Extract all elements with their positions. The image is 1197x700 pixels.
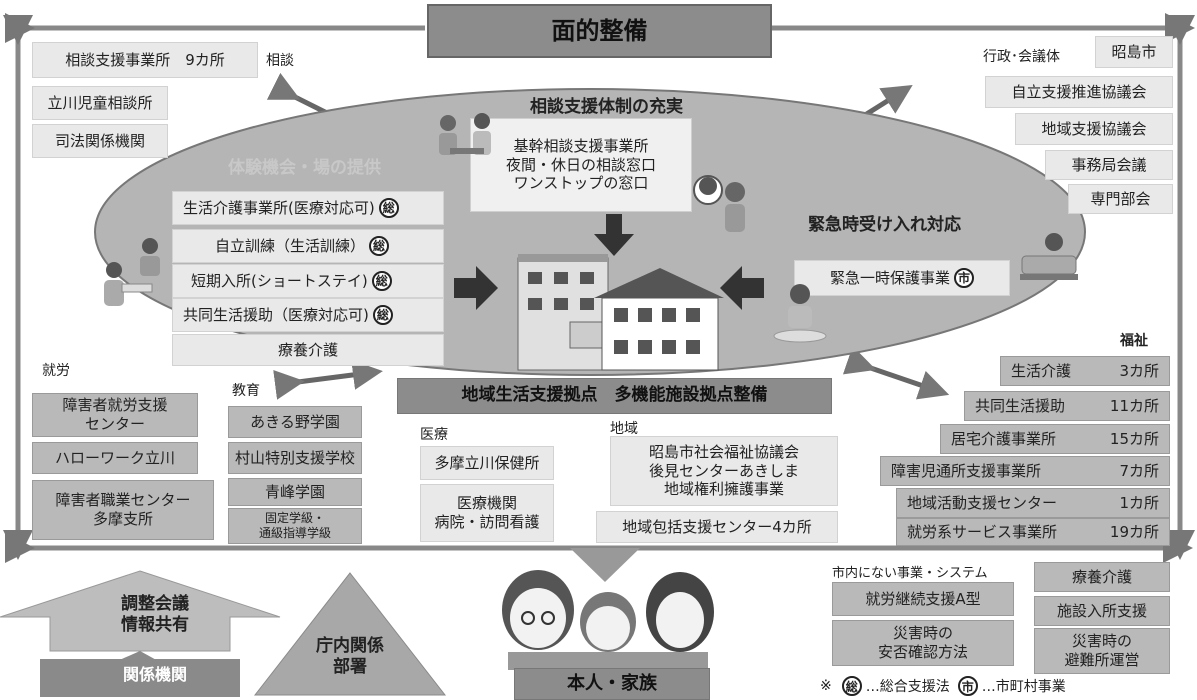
consultation-people-icon — [439, 113, 491, 155]
welfare-name-4: 障害児通所支援事業所 — [891, 461, 1042, 480]
emergency-item: 緊急一時保護事業 市 — [794, 260, 1010, 296]
consult-system-title: 相談支援体制の充実 — [530, 97, 683, 117]
welfare-name-6: 就労系サービス事業所 — [907, 522, 1058, 541]
welfare-name-3: 居宅介護事業所 — [951, 429, 1057, 448]
employment-item-1: 障害者就労支援 センター — [32, 393, 198, 437]
admin-item-4: 専門部会 — [1068, 184, 1173, 214]
emergency-title: 緊急時受け入れ対応 — [808, 215, 961, 235]
experience-title: 体験機会・場の提供 — [228, 158, 381, 178]
shi-mark-icon: 市 — [957, 676, 978, 696]
community-label: 地域 — [610, 421, 638, 437]
sou-mark-icon: 総 — [369, 236, 390, 256]
welfare-count-3: 15カ所 — [1109, 429, 1159, 448]
consult-item-1: 相談支援事業所 9カ所 — [32, 42, 258, 78]
employment-item-2: ハローワーク立川 — [32, 442, 198, 474]
outside-label: 市内にない事業・システム — [832, 566, 988, 581]
worried-person-icon — [693, 175, 745, 232]
page-title: 面的整備 — [427, 4, 772, 58]
hub-building-icon — [517, 254, 724, 371]
hub-banner: 地域生活支援拠点 多機能施設拠点整備 — [397, 378, 832, 414]
service-label-2: 自立訓練（生活訓練） — [215, 236, 366, 255]
service-row-4: 共同生活援助（医療対応可) 総 — [172, 298, 444, 332]
consult-item-3: 司法関係機関 — [32, 124, 168, 158]
family-people-icon — [502, 570, 714, 670]
welfare-row-6: 就労系サービス事業所 19カ所 — [896, 518, 1170, 546]
service-row-1: 生活介護事業所(医療対応可) 総 — [172, 191, 444, 225]
legend-sou-text: …総合支援法 — [865, 679, 950, 695]
welfare-name-5: 地域活動支援センター — [907, 493, 1058, 512]
employment-label: 就労 — [42, 363, 70, 379]
community-item-2: 地域包括支援センター4カ所 — [596, 511, 838, 543]
meal-person-icon — [773, 284, 827, 343]
welfare-row-3: 居宅介護事業所 15カ所 — [940, 424, 1170, 454]
admin-item-2: 地域支援協議会 — [1015, 113, 1173, 145]
medical-item-2: 医療機関 病院・訪問看護 — [420, 484, 554, 542]
service-row-2: 自立訓練（生活訓練） 総 — [172, 229, 444, 263]
welfare-label: 福祉 — [1120, 333, 1148, 349]
admin-item-1: 自立支援推進協議会 — [985, 76, 1173, 108]
sou-mark-icon: 総 — [371, 271, 392, 291]
service-label-4: 共同生活援助（医療対応可) — [183, 305, 369, 324]
related-orgs-label: 関係機関 — [122, 665, 187, 684]
family-label: 本人・家族 — [514, 668, 710, 700]
bedridden-person-icon — [1020, 233, 1078, 280]
consult-system-box: 基幹相談支援事業所 夜間・休日の相談窓口 ワンストップの窓口 — [470, 118, 692, 212]
legend-shi-text: …市町村事業 — [981, 679, 1066, 695]
shi-mark-icon: 市 — [954, 268, 974, 288]
service-row-3: 短期入所(ショートステイ) 総 — [172, 264, 444, 298]
service-row-5: 療養介護 — [172, 334, 444, 366]
medical-label: 医療 — [420, 427, 448, 443]
outside-item-5: 災害時の 避難所運営 — [1034, 628, 1170, 674]
legend-note: ※ — [820, 678, 832, 694]
education-label: 教育 — [232, 383, 260, 399]
consult-label: 相談 — [266, 53, 294, 69]
welfare-row-2: 共同生活援助 11カ所 — [964, 391, 1170, 421]
outside-item-2: 災害時の 安否確認方法 — [832, 620, 1014, 666]
community-item-1: 昭島市社会福祉協議会 後見センターあきしま 地域権利擁護事業 — [610, 436, 838, 506]
welfare-row-5: 地域活動支援センター 1カ所 — [896, 488, 1170, 518]
welfare-count-2: 11カ所 — [1109, 396, 1159, 415]
emergency-item-label: 緊急一時保護事業 — [829, 268, 950, 287]
welfare-row-4: 障害児通所支援事業所 7カ所 — [880, 456, 1170, 486]
education-item-1: あきる野学園 — [228, 406, 362, 438]
education-item-2: 村山特別支援学校 — [228, 442, 362, 474]
family-down-arrow — [570, 548, 640, 582]
coordination-label: 調整会議 情報共有 — [121, 593, 189, 635]
service-label-1: 生活介護事業所(医療対応可) — [183, 198, 375, 217]
outside-item-1: 就労継続支援A型 — [832, 582, 1014, 616]
family-activity-icon — [104, 238, 160, 306]
welfare-count-5: 1カ所 — [1119, 493, 1159, 512]
employment-item-3: 障害者職業センター 多摩支所 — [32, 480, 214, 540]
welfare-name-2: 共同生活援助 — [975, 396, 1066, 415]
welfare-count-1: 3カ所 — [1119, 361, 1159, 380]
internal-depts-label: 庁内関係 部署 — [316, 635, 384, 677]
education-item-3: 青峰学園 — [228, 478, 362, 506]
sou-mark-icon: 総 — [372, 305, 393, 325]
sou-mark-icon: 総 — [841, 676, 862, 696]
sou-mark-icon: 総 — [378, 198, 399, 218]
education-item-4: 固定学級・ 通級指導学級 — [228, 508, 362, 544]
admin-label: 行政･会議体 — [983, 49, 1060, 65]
service-label-3: 短期入所(ショートステイ) — [191, 271, 368, 290]
outside-item-4: 施設入所支援 — [1034, 596, 1170, 626]
consult-item-2: 立川児童相談所 — [32, 86, 168, 120]
coordination-shapes — [0, 570, 447, 697]
welfare-row-1: 生活介護 3カ所 — [1000, 356, 1170, 386]
welfare-count-6: 19カ所 — [1109, 522, 1159, 541]
medical-item-1: 多摩立川保健所 — [420, 446, 554, 480]
admin-city: 昭島市 — [1095, 36, 1173, 68]
legend: ※ 総 …総合支援法 市 …市町村事業 — [820, 676, 1066, 696]
welfare-name-1: 生活介護 — [1011, 361, 1072, 380]
welfare-count-4: 7カ所 — [1119, 461, 1159, 480]
outside-item-3: 療養介護 — [1034, 562, 1170, 592]
admin-item-3: 事務局会議 — [1045, 150, 1173, 180]
